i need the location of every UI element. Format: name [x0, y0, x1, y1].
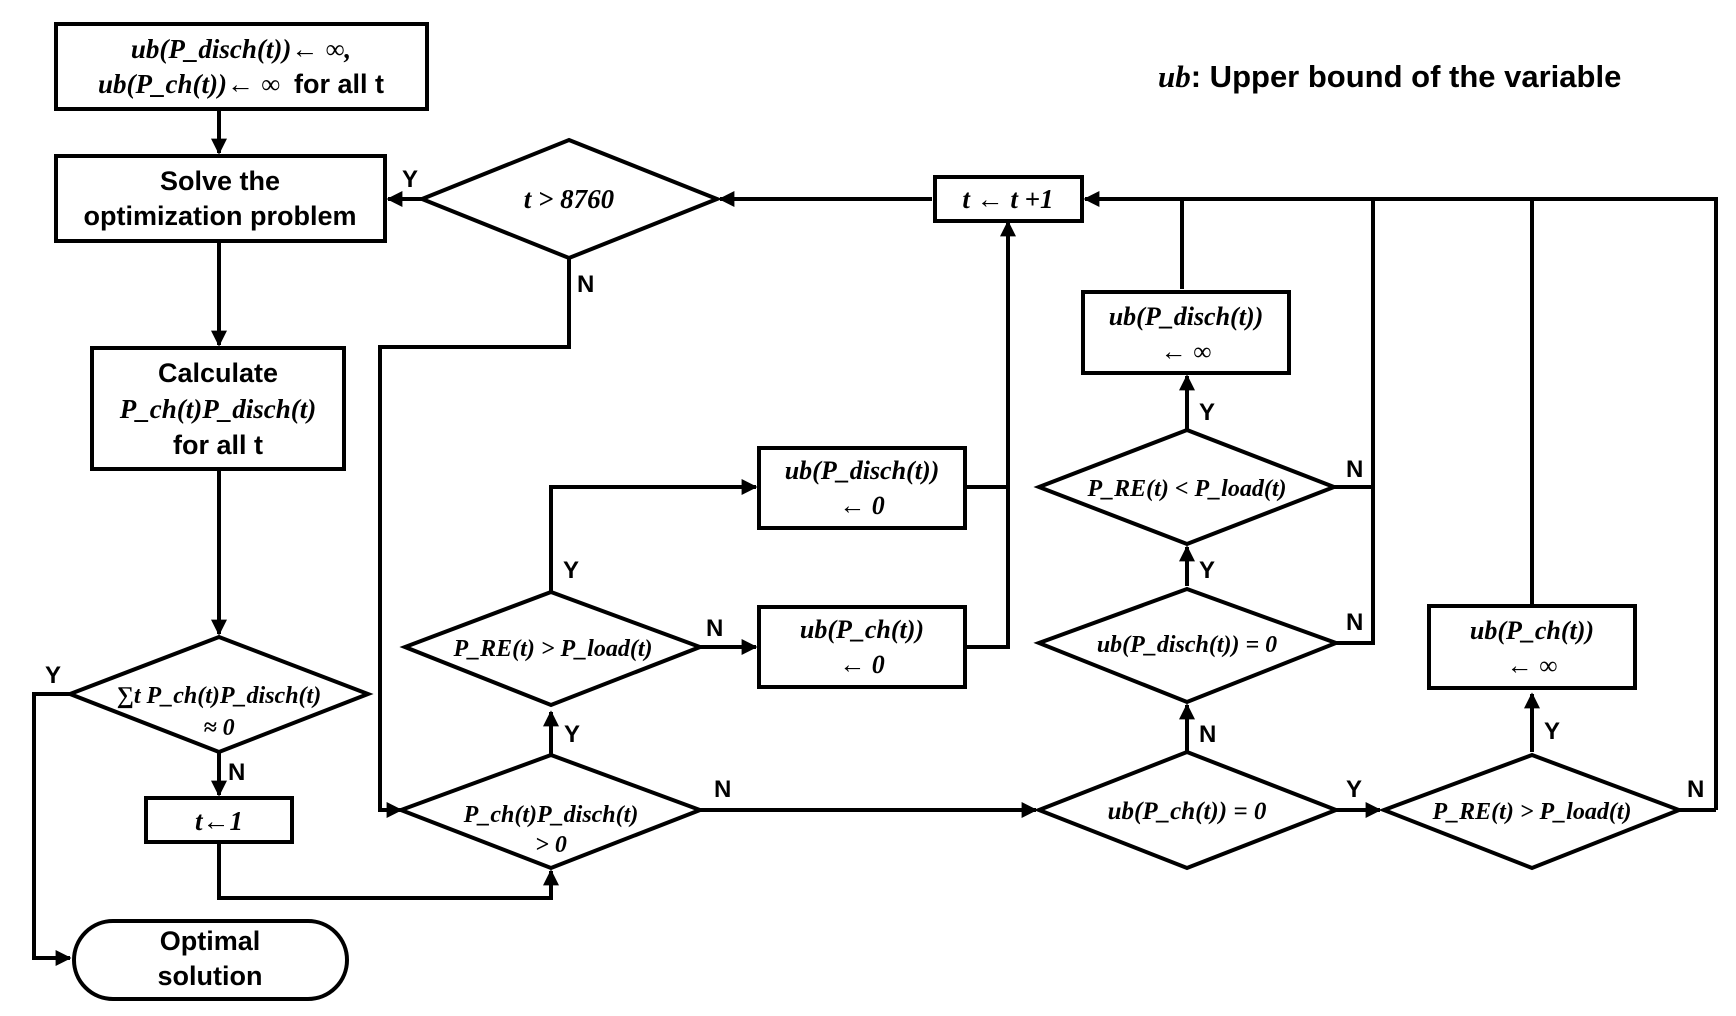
sum-check-line1: ∑t P_ch(t)P_disch(t) [117, 683, 321, 709]
edge-reless-no-tinc [1334, 199, 1375, 489]
set-disch-inf-line2: ← ∞ [1160, 337, 1211, 366]
re-load-1-label: P_RE(t) > P_load(t) [453, 636, 653, 662]
label-reless-no: N [1346, 456, 1363, 483]
edge-ubdisch-no-tinc [1336, 487, 1375, 645]
set-ch-inf-line2: ← ∞ [1506, 651, 1557, 680]
solve-line1: Solve the [160, 166, 280, 196]
optimal-line2: solution [158, 961, 263, 991]
set-ch-0-line1: ub(P_ch(t)) [800, 615, 924, 644]
re-load-1-diamond: P_RE(t) > P_load(t) [399, 589, 706, 708]
re-load-2-diamond: P_RE(t) > P_load(t) [1378, 752, 1685, 871]
calc-line2: P_ch(t)P_disch(t) [119, 394, 316, 424]
solve-box: Solve the optimization problem [54, 154, 387, 243]
label-reload1-no: N [706, 615, 723, 642]
t-inc-box: t ← t +1 [933, 175, 1084, 223]
label-reload2-yes: Y [1544, 718, 1560, 745]
ub-ch-zero-diamond: ub(P_ch(t)) = 0 [1033, 749, 1342, 871]
label-ubdisch-yes: Y [1199, 557, 1215, 584]
calc-line3: for all t [173, 430, 263, 460]
set-disch-0-box: ub(P_disch(t)) ← 0 [757, 446, 967, 530]
t-inc-label: t ← t +1 [962, 184, 1053, 214]
label-sum-yes: Y [45, 662, 61, 689]
label-ubch-yes: Y [1346, 776, 1362, 803]
set-disch-0-line1: ub(P_disch(t)) [785, 456, 940, 485]
init-box: ub(P_disch(t))← ∞, ub(P_ch(t))← ∞for all… [54, 22, 429, 111]
ub-disch-zero-diamond: ub(P_disch(t)) = 0 [1033, 586, 1342, 705]
re-load-less-label: P_RE(t) < P_load(t) [1087, 476, 1287, 502]
sum-check-diamond: ∑t P_ch(t)P_disch(t) ≈ 0 [64, 634, 374, 755]
edge-tinit-prod [217, 842, 559, 900]
re-load-less-diamond: P_RE(t) < P_load(t) [1033, 427, 1340, 547]
label-prod-no: N [714, 776, 731, 803]
set-disch-0-line2: ← 0 [839, 491, 885, 520]
set-ch-inf-box: ub(P_ch(t)) ← ∞ [1427, 604, 1637, 690]
t-check-diamond: t > 8760 [416, 137, 723, 261]
edge-setch0-tinc [965, 220, 1016, 649]
edge-reload1-yes-setdisch0 [549, 479, 758, 592]
t-init-box: t←1 [144, 796, 294, 844]
label-ubch-no: N [1199, 721, 1216, 748]
edges [32, 109, 1718, 966]
legend-symbol: ub [1158, 59, 1191, 94]
set-ch-inf-line1: ub(P_ch(t)) [1470, 616, 1594, 645]
prod-check-line1: P_ch(t)P_disch(t) [463, 802, 639, 828]
re-load-2-label: P_RE(t) > P_load(t) [1432, 799, 1632, 825]
label-reload2-no: N [1687, 776, 1704, 803]
sum-check-line2: ≈ 0 [203, 715, 234, 741]
set-ch-0-line2: ← 0 [839, 650, 885, 679]
calc-box: Calculate P_ch(t)P_disch(t) for all t [90, 346, 346, 471]
init-line2: ub(P_ch(t))← ∞for all t [98, 69, 384, 99]
label-prod-yes: Y [564, 721, 580, 748]
label-reload1-yes: Y [563, 557, 579, 584]
set-ch-0-box: ub(P_ch(t)) ← 0 [757, 605, 967, 689]
ub-ch-zero-label: ub(P_ch(t)) = 0 [1108, 798, 1267, 825]
edge-loop-top [1083, 191, 1718, 810]
legend: ub: Upper bound of the variable [1158, 59, 1621, 94]
set-disch-inf-line1: ub(P_disch(t)) [1109, 302, 1264, 331]
prod-check-line2: > 0 [535, 832, 567, 858]
init-line1: ub(P_disch(t))← ∞, [131, 34, 351, 64]
edge-tcheck-no-prod [378, 258, 571, 818]
t-init-label: t←1 [195, 806, 243, 836]
solve-line2: optimization problem [84, 201, 357, 231]
label-sum-no: N [228, 759, 245, 786]
t-check-label: t > 8760 [524, 184, 615, 214]
label-ubdisch-no: N [1346, 609, 1363, 636]
calc-line1: Calculate [158, 358, 278, 388]
label-tcheck-yes: Y [402, 166, 418, 193]
legend-text: : Upper bound of the variable [1191, 59, 1622, 94]
set-disch-inf-box: ub(P_disch(t)) ← ∞ [1081, 290, 1291, 375]
edge-labels: Y N Y N Y N Y N N Y Y N Y N Y N [45, 166, 1704, 803]
ub-disch-zero-label: ub(P_disch(t)) = 0 [1097, 632, 1277, 658]
edge-sum-yes-optimal [32, 692, 72, 966]
optimal-terminal: Optimal solution [72, 919, 349, 1001]
label-reless-yes: Y [1199, 399, 1215, 426]
prod-check-diamond: P_ch(t)P_disch(t) > 0 [395, 752, 706, 871]
optimal-line1: Optimal [160, 926, 261, 956]
label-tcheck-no: N [577, 271, 594, 298]
